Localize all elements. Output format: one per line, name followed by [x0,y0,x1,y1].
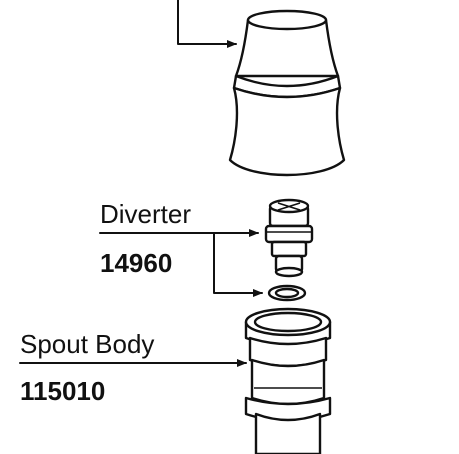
diverter-callout: Diverter 14960 [99,199,263,297]
spout-body-label: Spout Body [20,329,154,359]
o-ring [267,284,307,302]
leader-line-sleeve [177,0,237,48]
diverter-cartridge [264,198,314,278]
spout-body-part [244,307,332,454]
spout-body-part-number: 115010 [20,376,105,406]
spout-body-callout: Spout Body 115010 [19,329,247,406]
diverter-part-number: 14960 [100,248,172,278]
spout-sleeve [177,0,346,177]
diverter-label: Diverter [100,199,191,229]
leader-line-o-ring [213,232,263,297]
